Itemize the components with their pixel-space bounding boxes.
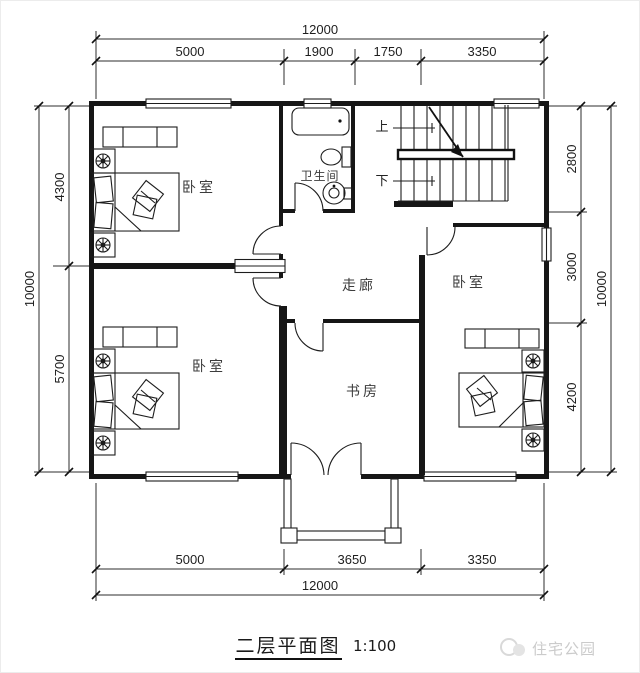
dim-bottom-seg-0: 5000 xyxy=(176,552,205,567)
window-bathroom xyxy=(303,98,332,109)
right-dimensions: 2800 3000 4200 10000 xyxy=(547,101,617,477)
nightstand xyxy=(90,430,116,456)
door-bedroom-bottom-left xyxy=(252,277,282,307)
label-bedroom-top-left: 卧室 xyxy=(182,179,216,196)
window-bedroom-bottom-left xyxy=(145,471,239,482)
label-study: 书房 xyxy=(346,384,380,400)
door-bathroom xyxy=(294,182,324,212)
label-corridor: 走廊 xyxy=(342,277,376,294)
dim-right-seg-0: 2800 xyxy=(564,145,579,174)
dim-left-seg-1: 5700 xyxy=(52,355,67,384)
dim-left-overall: 10000 xyxy=(22,271,37,307)
watermark: 住宅公园 xyxy=(500,638,596,658)
staircase: 上 下 xyxy=(375,105,516,202)
label-bathroom: 卫生间 xyxy=(300,169,339,183)
windows xyxy=(145,98,552,482)
dim-right-overall: 10000 xyxy=(594,271,609,307)
dim-bottom-seg-1: 3650 xyxy=(338,552,367,567)
interior-walls xyxy=(93,105,545,475)
dim-top-seg-1: 1900 xyxy=(305,44,334,59)
nightstand xyxy=(521,428,545,452)
room-labels: 卧室 卫生间 走廊 卧室 卧室 书房 xyxy=(182,169,486,400)
dim-left-seg-0: 4300 xyxy=(52,173,67,202)
sink xyxy=(322,181,353,205)
balcony xyxy=(280,478,402,544)
plan-title: 二层平面图 xyxy=(235,635,340,657)
nightstand xyxy=(90,348,116,374)
window-stairs xyxy=(493,98,540,109)
furniture-bedroom-right xyxy=(458,328,545,452)
bed xyxy=(92,172,180,232)
door-balcony-double xyxy=(290,442,362,476)
dim-bottom-seg-2: 3350 xyxy=(468,552,497,567)
dim-right-seg-1: 3000 xyxy=(564,253,579,282)
door-study xyxy=(294,322,324,352)
bathroom-fixtures xyxy=(291,107,353,205)
dim-top-seg-2: 1750 xyxy=(374,44,403,59)
stair-down-label: 下 xyxy=(375,174,388,189)
dim-top-seg-0: 5000 xyxy=(176,44,205,59)
label-bedroom-bottom-left: 卧室 xyxy=(192,358,226,375)
top-dimensions: 12000 5000 1900 1750 3350 xyxy=(91,22,549,99)
dim-top-seg-3: 3350 xyxy=(468,44,497,59)
door-bedroom-top-left xyxy=(252,225,282,255)
nightstand xyxy=(90,232,116,258)
dim-top-overall: 12000 xyxy=(302,22,338,37)
dresser xyxy=(102,126,178,148)
nightstand xyxy=(521,349,545,373)
furniture-bedroom-bottom-left xyxy=(90,326,180,456)
window-bedroom-top-left xyxy=(145,98,232,109)
wall-stub-corridor xyxy=(234,258,286,274)
bed xyxy=(458,372,545,428)
exterior-walls xyxy=(89,101,549,479)
toilet xyxy=(320,146,352,168)
doors xyxy=(252,182,456,476)
bathtub xyxy=(291,107,350,136)
watermark-logo-icon xyxy=(500,638,525,656)
stair-up-label: 上 xyxy=(375,120,388,135)
bed xyxy=(92,372,180,430)
door-bedroom-right xyxy=(426,226,456,256)
dresser xyxy=(464,328,540,349)
dresser xyxy=(102,326,178,348)
plan-scale: 1:100 xyxy=(353,637,396,655)
left-dimensions: 10000 4300 5700 xyxy=(22,101,93,477)
label-bedroom-right: 卧室 xyxy=(452,274,486,291)
dim-right-seg-2: 4200 xyxy=(564,383,579,412)
bottom-dimensions: 5000 3650 3350 12000 xyxy=(91,483,549,601)
furniture-bedroom-top-left xyxy=(90,126,180,258)
stair-break-line xyxy=(428,106,464,158)
watermark-text: 住宅公园 xyxy=(532,640,596,658)
dim-bottom-overall: 12000 xyxy=(302,578,338,593)
title-block: 二层平面图 1:100 xyxy=(235,635,396,660)
window-bedroom-right-bottom xyxy=(423,471,517,482)
window-bedroom-right-side xyxy=(541,227,552,262)
nightstand xyxy=(90,148,116,174)
